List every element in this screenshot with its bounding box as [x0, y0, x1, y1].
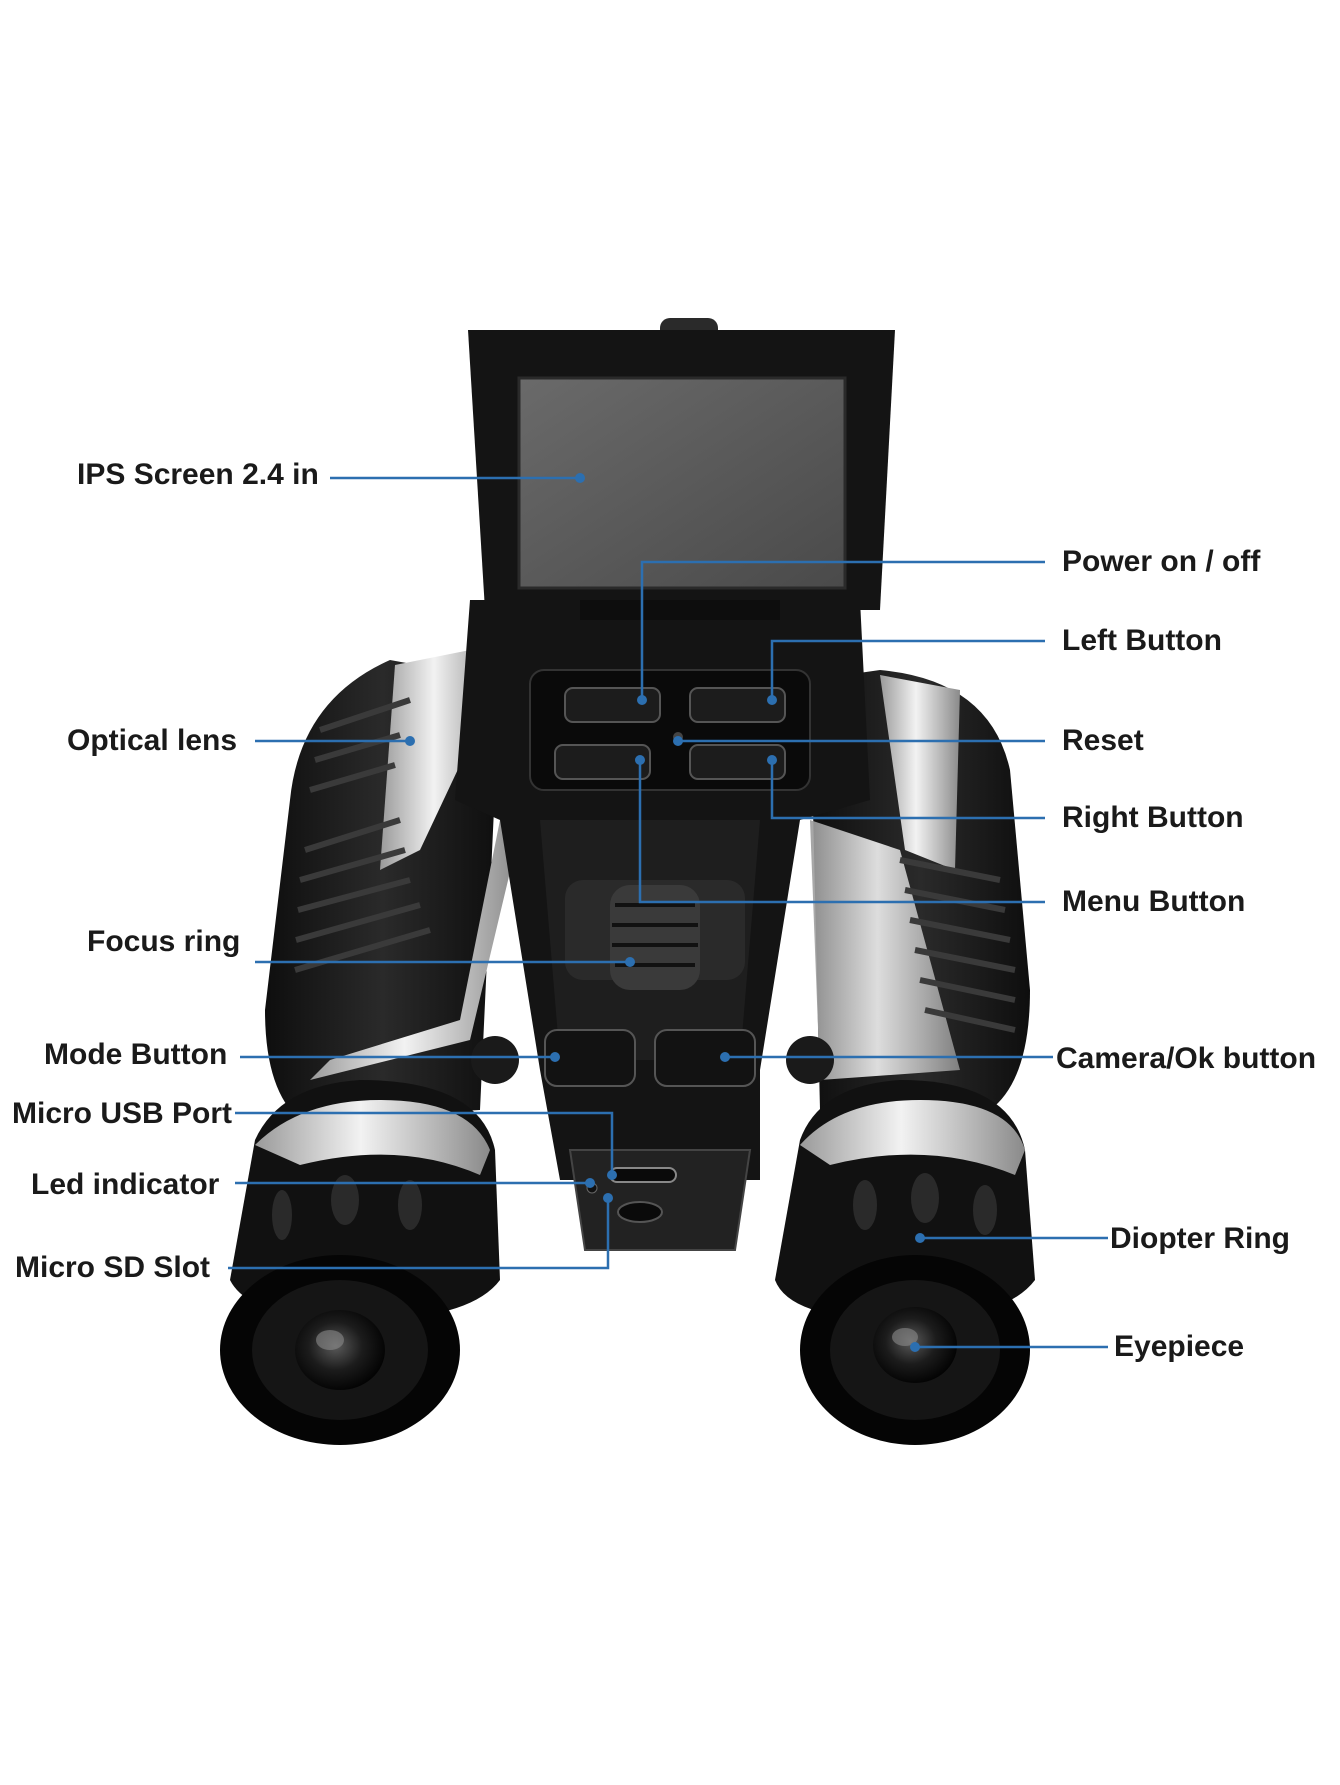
dot-optical-lens	[405, 736, 415, 746]
label-right-button: Right Button	[1062, 801, 1244, 834]
flip-screen	[468, 318, 895, 620]
label-led: Led indicator	[31, 1168, 220, 1201]
center-body	[455, 600, 870, 1251]
dot-micro-sd	[603, 1193, 613, 1203]
dot-diopter	[915, 1233, 925, 1243]
label-ips-screen: IPS Screen 2.4 in	[77, 458, 319, 491]
label-reset: Reset	[1062, 724, 1144, 757]
dot-ips-screen	[575, 473, 585, 483]
leader-micro-usb	[235, 1111, 614, 1175]
leader-dots	[405, 473, 925, 1352]
label-menu-button: Menu Button	[1062, 885, 1246, 918]
label-focus-ring: Focus ring	[87, 925, 241, 958]
label-micro-usb: Micro USB Port	[12, 1097, 233, 1130]
label-left-button: Left Button	[1062, 624, 1222, 657]
label-optical-lens: Optical lens	[67, 724, 238, 757]
dot-right-button	[767, 755, 777, 765]
leader-lines	[228, 476, 1108, 1349]
dot-camera-ok	[720, 1052, 730, 1062]
dot-left-button	[767, 695, 777, 705]
dot-mode-button	[550, 1052, 560, 1062]
leader-menu-button	[638, 760, 1045, 904]
leader-power	[640, 560, 1045, 700]
leader-micro-sd	[228, 1198, 610, 1270]
label-micro-sd: Micro SD Slot	[15, 1251, 211, 1284]
dot-power	[637, 695, 647, 705]
leader-right-button	[770, 760, 1045, 820]
label-eyepiece: Eyepiece	[1114, 1330, 1245, 1363]
label-camera-ok: Camera/Ok button	[1056, 1042, 1317, 1075]
dot-led	[585, 1178, 595, 1188]
dot-eyepiece	[910, 1342, 920, 1352]
leader-left-button	[770, 639, 1045, 700]
right-eyepiece	[775, 1080, 1035, 1445]
dot-micro-usb	[607, 1170, 617, 1180]
label-power: Power on / off	[1062, 545, 1261, 578]
dot-focus-ring	[625, 957, 635, 967]
dot-reset	[673, 736, 683, 746]
label-mode-button: Mode Button	[44, 1038, 228, 1071]
label-diopter: Diopter Ring	[1110, 1222, 1290, 1255]
left-eyepiece	[220, 1080, 500, 1445]
dot-menu-button	[635, 755, 645, 765]
